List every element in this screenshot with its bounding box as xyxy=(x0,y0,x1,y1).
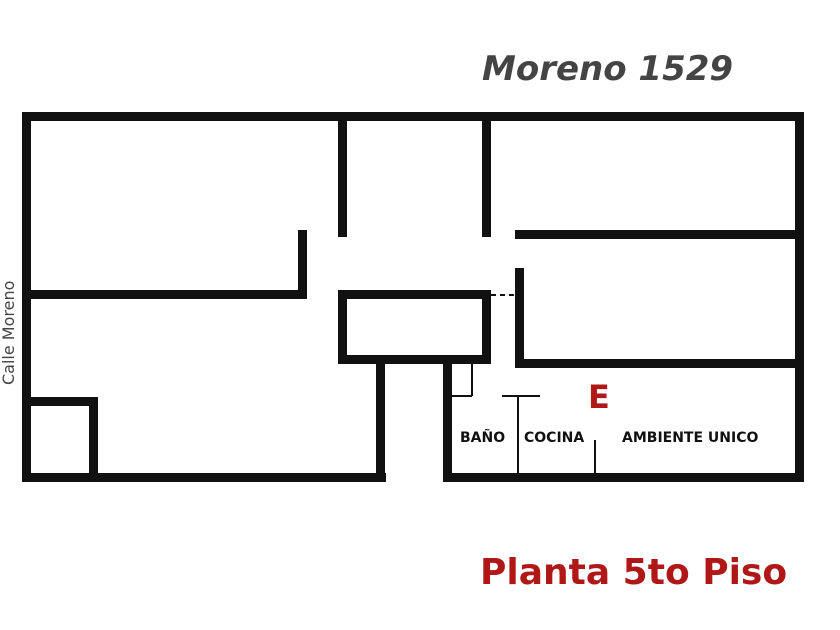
central-shaft xyxy=(338,290,491,364)
floor-title: Planta 5to Piso xyxy=(480,552,787,593)
room-label-bano: BAÑO xyxy=(460,429,505,446)
street-label: Calle Moreno xyxy=(0,281,18,385)
address-title: Moreno 1529 xyxy=(482,49,733,89)
unit-partitions xyxy=(452,364,596,473)
interior-walls xyxy=(22,112,804,482)
room-label-ambiente: AMBIENTE UNICO xyxy=(622,430,758,446)
room-label-cocina: COCINA xyxy=(524,430,584,446)
unit-marker: E xyxy=(588,378,610,416)
